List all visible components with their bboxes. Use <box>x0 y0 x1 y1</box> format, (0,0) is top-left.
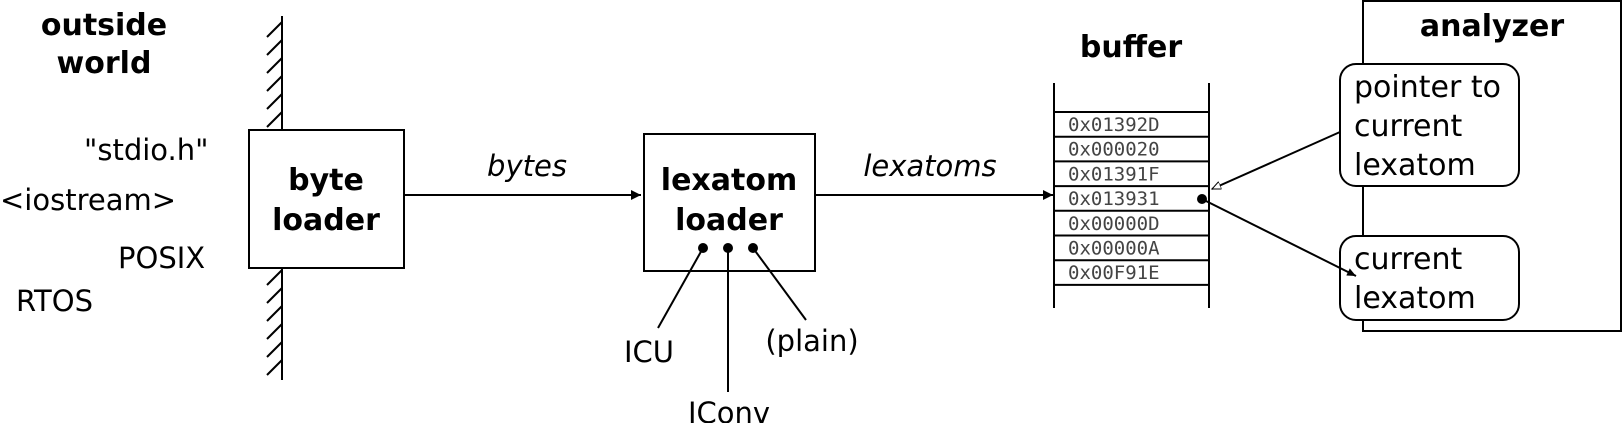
outside-world-title-line1: outside <box>41 8 167 43</box>
lexatoms-arrow: lexatoms <box>815 149 1053 200</box>
pointer-label-line2: current <box>1354 109 1462 144</box>
pointer-label-line1: pointer to <box>1354 70 1501 105</box>
wall-hatch-mark <box>266 93 283 110</box>
analyzer-title: analyzer <box>1420 9 1564 44</box>
lexatoms-arrow-label: lexatoms <box>863 149 996 183</box>
bytes-arrow-label: bytes <box>487 149 567 183</box>
byte-loader-label-line2: loader <box>272 203 380 238</box>
wall-hatch-mark <box>266 111 283 128</box>
outside-world-group: outside world "stdio.h" <iostream> POSIX… <box>0 8 208 318</box>
lexatom-loader-label-line1: lexatom <box>661 163 797 198</box>
buffer-title: buffer <box>1080 30 1182 65</box>
converter-icu-label: ICU <box>624 335 674 369</box>
wall-hatch-mark <box>266 305 283 322</box>
wall-hatch-mark <box>266 57 283 74</box>
pointer-arrow-to-buffer <box>1212 131 1341 190</box>
converter-plain-label: (plain) <box>765 324 858 358</box>
wall-hatch-mark <box>266 341 283 358</box>
lexatom-loader-label-line2: loader <box>675 203 783 238</box>
buffer-cell-value: 0x013931 <box>1068 188 1160 210</box>
buffer-cell-value: 0x01392D <box>1068 114 1160 136</box>
wall-hatch-mark <box>266 39 283 56</box>
source-iostream: <iostream> <box>0 183 176 217</box>
current-lexatom-arrow <box>1201 198 1357 277</box>
buffer-cell-value: 0x00000A <box>1068 238 1160 260</box>
source-posix: POSIX <box>118 241 205 275</box>
pointer-arrows <box>1197 131 1357 277</box>
analyzer: analyzer pointer to current lexatom curr… <box>1339 0 1622 332</box>
source-stdio: "stdio.h" <box>84 133 208 167</box>
wall-hatch-mark <box>266 75 283 92</box>
current-lexatom-label-line1: current <box>1354 242 1462 277</box>
byte-loader-box: byte loader <box>248 129 405 269</box>
wall-hatch-mark <box>266 287 283 304</box>
source-rtos: RTOS <box>16 284 93 318</box>
pointer-to-current-lexatom-box: pointer to current lexatom <box>1339 63 1520 187</box>
buffer-cell-value: 0x00F91E <box>1068 262 1160 284</box>
pointer-label-line3: lexatom <box>1354 148 1476 183</box>
current-lexatom-label-line2: lexatom <box>1354 281 1476 316</box>
outside-world-title-line2: world <box>57 46 152 81</box>
byte-loader-label-line1: byte <box>288 163 364 198</box>
wall-divider <box>266 16 283 380</box>
converter-iconv-label: IConv <box>688 396 770 423</box>
bytes-arrow: bytes <box>404 149 641 200</box>
buffer-cell-value: 0x000020 <box>1068 139 1160 161</box>
converter-connectors: ICU IConv (plain) <box>624 243 859 423</box>
buffer-cell-value: 0x00000D <box>1068 213 1160 235</box>
wall-hatch-mark <box>266 21 283 38</box>
buffer-cell-value: 0x01391F <box>1068 163 1160 185</box>
wall-hatch-mark <box>266 323 283 340</box>
wall-hatch-mark <box>266 269 283 286</box>
wall-hatch-mark <box>266 359 283 376</box>
current-lexatom-box: current lexatom <box>1339 235 1520 321</box>
